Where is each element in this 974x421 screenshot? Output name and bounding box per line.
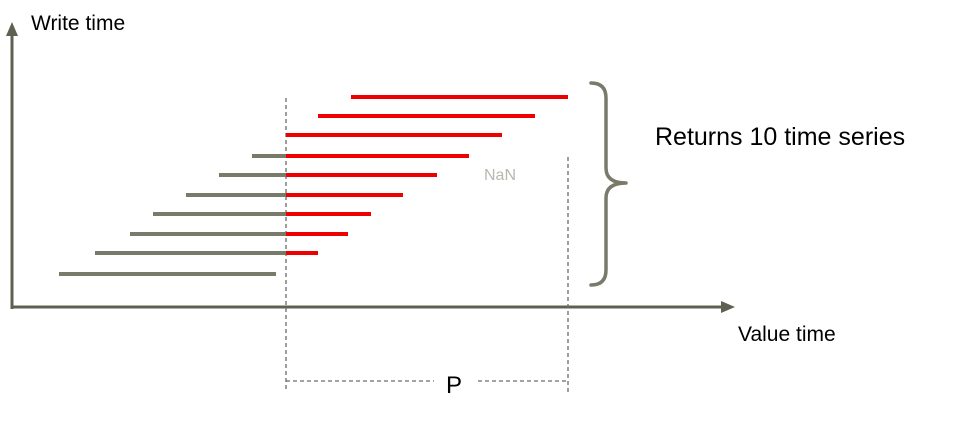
x-axis-label: Value time (738, 323, 836, 346)
y-axis-arrowhead (6, 22, 18, 36)
y-axis-label: Write time (31, 12, 126, 35)
right-curly-brace (589, 81, 628, 287)
period-label: P (446, 372, 463, 399)
axes (6, 22, 735, 313)
nan-label: NaN (484, 167, 517, 184)
returns-series-label: Returns 10 time series (655, 123, 906, 151)
x-axis-arrowhead (721, 301, 735, 313)
time-series-segments (59, 95, 568, 276)
